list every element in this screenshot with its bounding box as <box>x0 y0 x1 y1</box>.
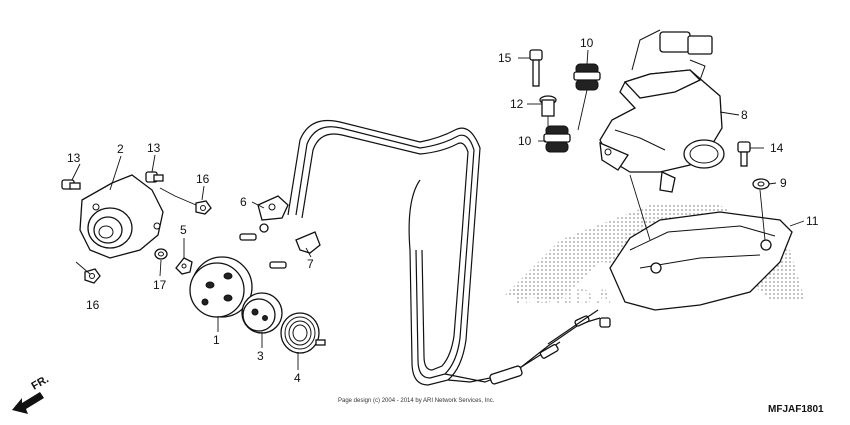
callout-7: 7 <box>307 257 314 271</box>
callout-13-right: 13 <box>147 141 161 155</box>
part-7-bracket[interactable] <box>239 223 321 269</box>
front-label: FR. <box>30 373 51 392</box>
part-10-grommet-lower[interactable] <box>543 125 571 153</box>
callout-13-left: 13 <box>67 151 81 165</box>
part-14-bolt[interactable] <box>737 141 751 167</box>
callout-11: 11 <box>806 214 819 228</box>
part-13-bolt-left[interactable] <box>61 179 81 190</box>
part-4-spring[interactable] <box>280 312 326 354</box>
callout-4: 4 <box>294 371 301 385</box>
front-arrow-icon <box>12 392 44 414</box>
part-8-servo-motor[interactable] <box>599 29 725 193</box>
part-11-tray[interactable] <box>609 211 793 311</box>
callout-12: 12 <box>510 97 524 111</box>
callout-labels: 1 2 3 4 5 6 7 8 9 10 10 11 12 13 13 14 1… <box>67 36 819 385</box>
copyright-text: Page design (c) 2004 - 2014 by ARI Netwo… <box>338 398 495 404</box>
part-15-bolt[interactable] <box>529 49 543 87</box>
control-cables <box>287 119 611 386</box>
callout-17: 17 <box>153 278 167 292</box>
part-1-pulley[interactable] <box>189 256 253 318</box>
callout-3: 3 <box>257 349 264 363</box>
part-2-bracket[interactable] <box>79 174 164 259</box>
callout-2: 2 <box>117 142 124 156</box>
part-12-collar[interactable] <box>539 95 557 117</box>
front-direction-indicator: FR. <box>12 373 51 414</box>
callout-8: 8 <box>741 108 748 122</box>
callout-14: 14 <box>770 141 784 155</box>
callout-6: 6 <box>240 195 247 209</box>
part-17-washer[interactable] <box>154 248 168 260</box>
part-9-washer[interactable] <box>752 178 770 190</box>
part-6-cable-guide[interactable] <box>257 195 289 221</box>
part-5-clip[interactable] <box>175 257 193 275</box>
leader-lines <box>71 49 805 370</box>
callout-16-left: 16 <box>86 298 100 312</box>
callout-10-lower: 10 <box>518 134 532 148</box>
callout-10-upper: 10 <box>580 36 594 50</box>
callout-1: 1 <box>213 333 220 347</box>
callout-15: 15 <box>498 51 512 65</box>
callout-9: 9 <box>780 176 787 190</box>
watermark-text: HONDA <box>515 285 616 310</box>
part-13-bolt-right[interactable] <box>145 171 164 183</box>
callout-5: 5 <box>180 223 187 237</box>
part-3-drum[interactable] <box>241 292 283 334</box>
part-10-grommet-upper[interactable] <box>573 63 601 91</box>
callout-16-right: 16 <box>196 172 210 186</box>
diagram-code: MFJAF1801 <box>768 404 824 415</box>
part-16-nut-right[interactable] <box>195 200 212 215</box>
